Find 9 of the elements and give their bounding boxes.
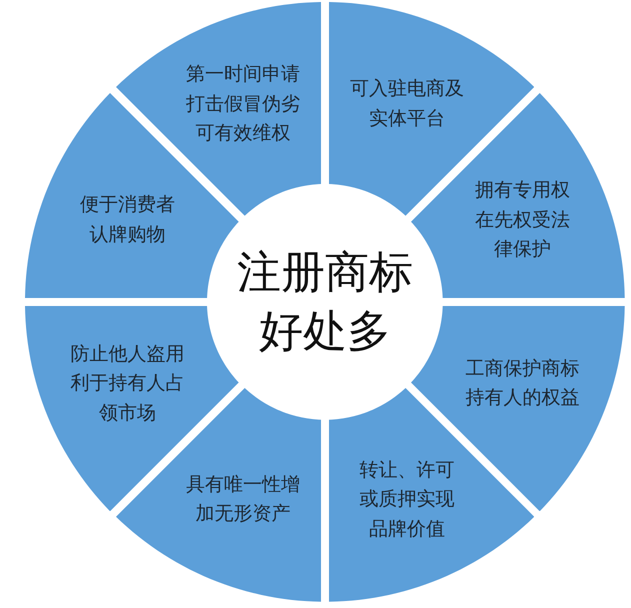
sector-text: 转让、许可或质押实现品牌价值	[358, 458, 456, 542]
sector-text: 防止他人盗用利于持有人占领市场	[69, 342, 186, 426]
sector-text: 拥有专用权在先权受法律保护	[474, 178, 572, 262]
sector-text: 工商保护商标持有人的权益	[464, 356, 581, 411]
sector-text: 便于消费者认牌购物	[78, 192, 176, 248]
sector-text: 可入驻电商及实体平台	[348, 76, 465, 132]
sector-text: 具有唯一性增加无形资产	[185, 472, 302, 527]
center-title: 注册商标好处多	[236, 246, 414, 359]
sector-text: 第一时间申请打击假冒伪劣可有效维权	[185, 62, 302, 146]
